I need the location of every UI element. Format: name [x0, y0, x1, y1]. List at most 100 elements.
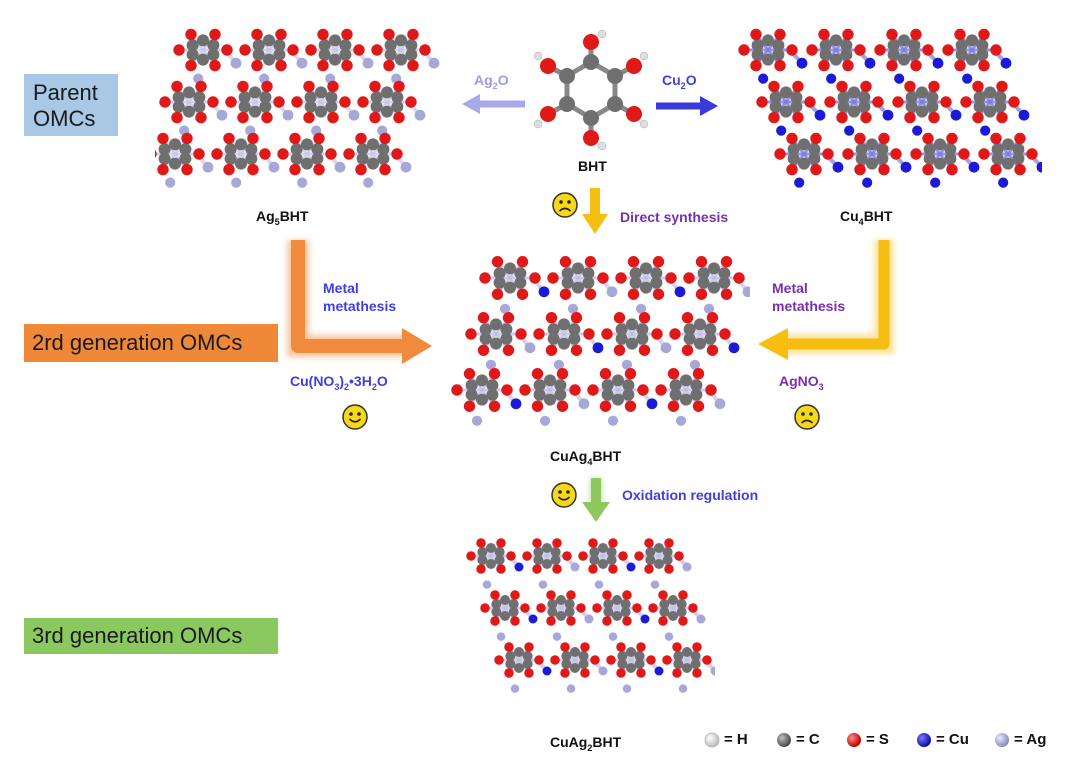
- lattice-cuag4-carbon-atom-2: [493, 276, 506, 289]
- lattice-ag5-sulfur-atom-79: [225, 96, 237, 108]
- lattice-ag5-carbon-atom-87: [304, 91, 317, 104]
- lattice-cuag4-metal-atom-83: [553, 359, 565, 370]
- lattice-cuag2-sulfur-atom-11: [496, 538, 506, 548]
- lattice-cu4-carbon-atom-60: [780, 86, 792, 99]
- cu2o-arrow: [656, 96, 718, 116]
- lattice-cuag4-carbon-atom-28: [650, 276, 663, 289]
- lattice-cu4-sulfur-atom-91: [928, 111, 940, 124]
- lattice-cuag4-carbon-atom-19: [582, 267, 595, 280]
- lattice-ag5-carbon-atom-3: [186, 39, 199, 52]
- lattice-cu4-sulfur-atom-50: [954, 59, 966, 72]
- lattice-cuag4-sulfur-atom-122: [463, 368, 476, 380]
- lattice-cu4-sulfur-atom-151: [946, 132, 958, 145]
- lattice-cu4-sulfur-atom-79: [824, 96, 836, 108]
- lattice-cuag4-carbon-atom-159: [690, 379, 703, 392]
- lattice-cu4-carbon-atom-88: [916, 86, 928, 99]
- lattice-cuag2-carbon-atom-87: [603, 599, 614, 609]
- lattice-cuag4-carbon-atom-84: [636, 332, 649, 345]
- lattice-ag5-sulfur-atom-23: [239, 44, 251, 56]
- lattice-cuag4-metal-atom-111: [689, 359, 701, 370]
- lattice-cu4-carbon-atom-99: [984, 105, 996, 118]
- lattice-cuag2-carbon-atom-114: [505, 659, 516, 669]
- lattice-ag5-sulfur-atom-120: [157, 163, 169, 176]
- lattice-cu4-carbon-atom-47: [976, 39, 989, 52]
- lattice-cuag4-sulfur-atom-105: [706, 344, 719, 356]
- lattice-ag5-carbon-atom-42: [405, 48, 418, 61]
- lattice-cuag2-carbon-atom-74: [556, 595, 566, 605]
- lattice-ag5-carbon-atom-142: [290, 152, 303, 165]
- bht-carbon-5: [559, 96, 575, 112]
- bht-sulfur-6: [540, 58, 556, 74]
- lattice-cu4-sulfur-atom-137: [878, 132, 890, 145]
- legend-h-label: = H: [724, 731, 748, 748]
- lattice-ag5-sulfur-atom-148: [289, 163, 301, 176]
- lattice-ag5-carbon-atom-5: [207, 39, 220, 52]
- lattice-cu4-metal-atom-26: [864, 57, 876, 69]
- lattice-cuag4-sulfur-atom-107: [669, 328, 681, 340]
- lattice-cu4-carbon-atom-157: [991, 143, 1004, 156]
- lattice-ag5-sulfur-atom-39: [341, 28, 353, 41]
- lattice-ag5-sulfur-atom-6: [221, 44, 233, 56]
- lattice-cuag2-metal-atom-111: [664, 632, 674, 641]
- lattice-cuag4-carbon-atom-99: [694, 337, 706, 350]
- lattice-cu4-metal-atom-97: [912, 125, 923, 136]
- lattice-cuag4-carbon-atom-75: [568, 323, 581, 336]
- lattice-ag5-carbon-atom-112: [179, 152, 192, 165]
- lattice-cu4-sulfur-atom-36: [886, 59, 898, 72]
- lattice-cuag2-sulfur-atom-123: [524, 642, 534, 652]
- lattice-cuag2-carbon-atom-143: [617, 651, 628, 661]
- lattice-cuag2-carbon-atom-4: [486, 543, 496, 553]
- lattice-cuag4-sulfur-atom-164: [667, 368, 680, 380]
- lattice-cuag2-sulfur-atom-63: [510, 616, 520, 626]
- lattice-cuag4-sulfur-atom-63: [502, 344, 515, 356]
- lattice-cuag2-sulfur-atom-65: [480, 603, 490, 613]
- lattice-ag5-sulfur-atom-62: [207, 96, 219, 108]
- lattice-ag5-carbon-atom-114: [158, 152, 171, 165]
- lattice-cuag4-sulfur-atom-108: [681, 312, 694, 324]
- lattice-cuag2-sulfur-atom-109: [678, 590, 688, 600]
- direct-synthesis-arrow: [582, 188, 608, 234]
- lattice-cu4-carbon-atom-85: [916, 105, 928, 118]
- lattice-ag5-sulfur-atom-76: [273, 96, 285, 108]
- sulfur-atom-icon: [847, 733, 861, 747]
- face-right-sad-icon: [794, 404, 820, 430]
- lattice-cuag2-carbon-atom-131: [578, 651, 589, 661]
- lattice-cu4-carbon-atom-17: [819, 39, 832, 52]
- lattice-cuag4-carbon-atom-14: [582, 276, 595, 289]
- lattice-ag5-carbon-atom-61: [193, 91, 206, 104]
- lattice-cu4-metal-atom-139: [862, 177, 873, 188]
- lattice-cuag4-carbon-atom-86: [615, 332, 628, 345]
- lattice-cuag2-carbon-atom-142: [617, 659, 628, 669]
- lattice-ag5-sulfur-atom-37: [305, 44, 317, 56]
- lattice-cuag4-sulfur-atom-120: [463, 400, 476, 412]
- lattice-cu4-carbon-atom-46: [966, 34, 978, 47]
- lattice-cuag4-sulfur-atom-76: [583, 328, 595, 340]
- second-generation-text: 2rd generation OMCs: [32, 330, 243, 355]
- lattice-cu4-carbon-atom-5: [772, 39, 785, 52]
- cuag4bht-caption: CuAg4BHT: [550, 448, 622, 467]
- lattice-cuag4-sulfur-atom-23: [547, 272, 559, 284]
- lattice-cuag2-sulfur-atom-133: [580, 668, 590, 678]
- lattice-ag5-sulfur-atom-105: [393, 111, 405, 124]
- lattice-cu4-sulfur-atom-148: [922, 163, 934, 176]
- lattice-cu4-sulfur-atom-133: [878, 163, 890, 176]
- lattice-cu4-carbon-atom-1: [762, 53, 774, 66]
- lattice-ag5-metal-atom-68: [216, 109, 228, 121]
- lattice-cu4-sulfur-atom-9: [738, 44, 750, 56]
- lattice-cuag4-sulfur-atom-8: [491, 288, 504, 300]
- lattice-cu4-metal-atom-125: [794, 177, 805, 188]
- lattice-cu4-metal-atom-54: [1000, 57, 1012, 69]
- lattice-ag5-sulfur-atom-165: [379, 132, 391, 145]
- lattice-cu4-metal-atom-68: [814, 109, 826, 121]
- lattice-cuag4-sulfur-atom-109: [706, 312, 719, 324]
- lattice-ag5-sulfur-atom-123: [181, 132, 193, 145]
- lattice-cuag2-carbon-atom-75: [564, 599, 575, 609]
- lattice-ag5-sulfur-atom-34: [353, 44, 365, 56]
- bht-hydrogen-4: [597, 141, 607, 151]
- lattice-cu4-sulfur-atom-10: [750, 28, 762, 41]
- lattice-cuag2-carbon-atom-29: [598, 559, 608, 569]
- bht-carbon-2: [607, 68, 623, 84]
- lattice-ag5-metal-atom-96: [348, 109, 360, 121]
- lattice-cuag2-carbon-atom-141: [626, 663, 636, 673]
- lattice-cuag4-carbon-atom-32: [640, 262, 652, 275]
